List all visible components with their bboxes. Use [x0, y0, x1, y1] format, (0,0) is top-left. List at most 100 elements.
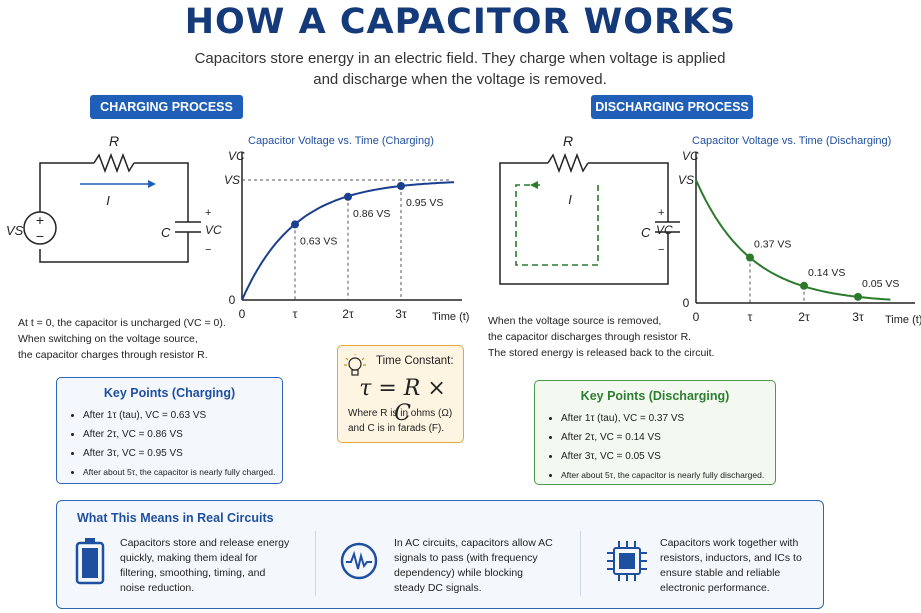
- charging-resistor: [93, 152, 135, 174]
- key-points-charging: Key Points (Charging) After 1τ (tau), VC…: [56, 377, 283, 484]
- page-title: HOW A CAPACITOR WORKS: [184, 2, 737, 42]
- data-label: 0.86 VS: [353, 208, 390, 220]
- time-constant-box: Time Constant: τ = R × C Where R is in o…: [337, 345, 464, 443]
- real-circuits-item-text: Capacitors store and release energy quic…: [120, 536, 340, 596]
- item-line: electronic performance.: [660, 582, 770, 594]
- x-tick-label: 3τ: [395, 307, 407, 321]
- x-tick-label: 0: [239, 307, 246, 321]
- key-point-item: After about 5τ, the capacitor is nearly …: [83, 463, 282, 482]
- charging-graph: Capacitor Voltage vs. Time (Charging) VC…: [224, 135, 469, 323]
- x-tick-label: 2τ: [342, 307, 354, 321]
- y-tick-label: VS: [224, 173, 240, 187]
- charging-caption-line: the capacitor charges through resistor R…: [18, 349, 208, 361]
- y-tick-label: 0: [683, 296, 690, 310]
- cap-voltage-label: VC: [656, 223, 673, 237]
- source-minus: −: [36, 228, 44, 244]
- discharging-caption: When the voltage source is removed, the …: [488, 313, 728, 361]
- subtitle-line-1: Capacitors store energy in an electric f…: [194, 50, 726, 67]
- item-line: filtering, smoothing, timing, and: [120, 567, 266, 579]
- item-line: noise reduction.: [120, 582, 195, 594]
- charging-graph-title: Capacitor Voltage vs. Time (Charging): [248, 135, 434, 147]
- data-label: 0.37 VS: [754, 238, 791, 250]
- data-point: [397, 182, 405, 190]
- cap-plus: +: [658, 207, 664, 219]
- time-constant-title: Time Constant:: [376, 355, 454, 367]
- time-constant-note: Where R is in ohms (Ω) and C is in farad…: [348, 406, 452, 436]
- data-label: 0.05 VS: [862, 278, 899, 290]
- charging-caption-line: When switching on the voltage source,: [18, 333, 198, 345]
- x-tick-label: τ: [293, 307, 298, 321]
- y-axis-label: VC: [682, 149, 699, 163]
- data-point: [854, 292, 862, 301]
- time-constant-formula: τ = R × C: [359, 376, 446, 426]
- data-point: [800, 281, 808, 290]
- discharging-graph-title: Capacitor Voltage vs. Time (Discharging): [692, 135, 891, 147]
- item-line: Capacitors store and release energy: [120, 537, 290, 549]
- real-circuits-item-text: Capacitors work together with resistors,…: [660, 536, 820, 596]
- discharging-graph: Capacitor Voltage vs. Time (Discharging)…: [678, 135, 921, 326]
- data-point: [291, 220, 299, 229]
- capacitor-label: C: [161, 225, 171, 240]
- x-tick-label: τ: [748, 310, 753, 324]
- key-points-charging-title: Key Points (Charging): [103, 386, 236, 400]
- item-line: steady DC signals.: [394, 582, 482, 594]
- cap-plus: +: [205, 207, 211, 219]
- cap-voltage-label: VC: [205, 223, 222, 237]
- data-label: 0.95 VS: [406, 197, 443, 209]
- cap-minus: −: [205, 244, 211, 256]
- key-point-item: After about 5τ, the capacitor is nearly …: [561, 466, 775, 485]
- real-circuits-item-text: In AC circuits, capacitors allow AC sign…: [394, 536, 614, 596]
- x-tick-label: 3τ: [852, 310, 864, 324]
- key-points-discharging-title: Key Points (Discharging): [580, 389, 730, 403]
- key-point-item: After 1τ (tau), VC = 0.37 VS: [561, 409, 775, 428]
- key-point-item: After 1τ (tau), VC = 0.63 VS: [83, 406, 282, 425]
- item-line: signals to pass (with frequency: [394, 552, 538, 564]
- item-line: ensure stable and reliable: [660, 567, 781, 579]
- time-constant-note-line: Where R is in ohms (Ω): [348, 408, 453, 419]
- data-point: [344, 192, 352, 201]
- source-plus: +: [36, 212, 44, 228]
- key-points-discharging: Key Points (Discharging) After 1τ (tau),…: [534, 380, 776, 485]
- current-label: I: [106, 193, 110, 208]
- real-circuits-panel: What This Means in Real Circuits Capacit…: [56, 500, 824, 609]
- lightbulb-icon: [344, 354, 366, 376]
- charging-caption: At t = 0, the capacitor is uncharged (VC…: [18, 315, 248, 363]
- discharging-caption-line: the capacitor discharges through resisto…: [488, 331, 692, 343]
- data-point: [746, 253, 754, 262]
- resistor-label: R: [109, 133, 119, 149]
- chip-icon: [607, 541, 647, 581]
- discharging-caption-line: The stored energy is released back to th…: [488, 347, 715, 359]
- key-point-item: After 3τ, VC = 0.05 VS: [561, 447, 775, 466]
- key-point-item: After 2τ, VC = 0.86 VS: [83, 425, 282, 444]
- data-label: 0.14 VS: [808, 267, 845, 279]
- current-label: I: [568, 192, 572, 207]
- divider: [580, 531, 581, 596]
- cap-minus: −: [658, 244, 664, 256]
- subtitle-line-2: and discharge when the voltage is remove…: [313, 71, 607, 88]
- discharging-resistor: [547, 152, 589, 174]
- charging-circuit: + − R I VS C + VC −: [6, 133, 222, 263]
- charging-caption-line: At t = 0, the capacitor is uncharged (VC…: [18, 317, 226, 329]
- discharging-caption-line: When the voltage source is removed,: [488, 315, 662, 327]
- discharge-loop: [515, 184, 599, 266]
- discharging-label: DISCHARGING PROCESS: [591, 95, 753, 119]
- discharge-arrow-icon: [530, 181, 538, 189]
- capacitor-label: C: [641, 225, 651, 240]
- y-tick-label: VS: [678, 173, 694, 187]
- x-tick-label: 2τ: [798, 310, 810, 324]
- ac-signal-icon: [340, 542, 378, 580]
- battery-icon: [75, 538, 105, 585]
- y-axis-label: VC: [228, 149, 245, 163]
- item-line: resistors, inductors, and ICs to: [660, 552, 802, 564]
- voltage-source-icon: [23, 211, 57, 245]
- resistor-label: R: [563, 133, 573, 149]
- discharging-circuit: R I C + VC −: [499, 133, 680, 285]
- data-label: 0.63 VS: [300, 235, 337, 247]
- x-axis-label: Time (t): [432, 311, 469, 323]
- item-line: Capacitors work together with: [660, 537, 799, 549]
- time-constant-note-line: and C is in farads (F).: [348, 423, 445, 434]
- item-line: dependency) while blocking: [394, 567, 523, 579]
- x-axis-label: Time (t): [885, 314, 921, 326]
- key-point-item: After 2τ, VC = 0.14 VS: [561, 428, 775, 447]
- key-point-item: After 3τ, VC = 0.95 VS: [83, 444, 282, 463]
